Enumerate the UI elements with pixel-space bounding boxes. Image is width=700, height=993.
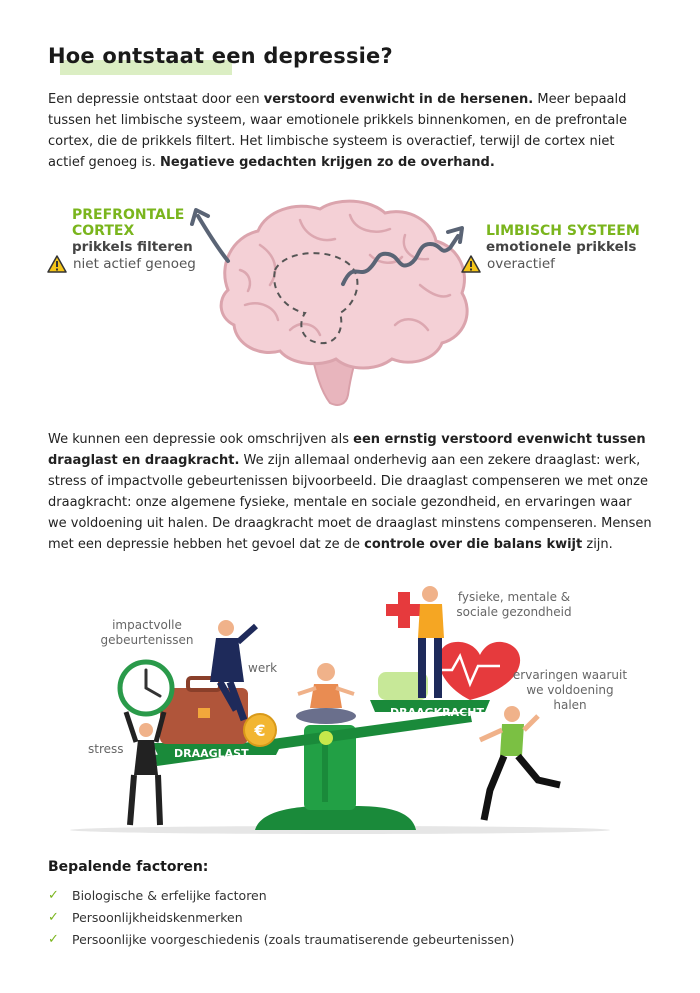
title-highlight bbox=[60, 60, 232, 75]
clock-hands bbox=[144, 668, 162, 698]
intro-bold-1: verstoord evenwicht in de hersenen. bbox=[263, 92, 534, 107]
experience-line-3: halen bbox=[553, 698, 587, 712]
stress-label: stress bbox=[88, 742, 124, 756]
draaglast-label: DRAAGLAST bbox=[174, 747, 249, 760]
balance-scale-illustration: € bbox=[70, 586, 610, 834]
health-person bbox=[418, 586, 444, 698]
factors-list: ✓ Biologische & erfelijke factoren ✓ Perso… bbox=[48, 884, 514, 950]
impact-label: impactvolle gebeurtenissen bbox=[92, 618, 202, 648]
impact-line-1: impactvolle bbox=[112, 618, 182, 632]
experience-line-1: ervaringen waaruit bbox=[512, 668, 628, 682]
list-item-text: Persoonlijke voorgeschiedenis (zoals tra… bbox=[72, 931, 515, 947]
draagkracht-label: DRAAGKRACHT bbox=[390, 706, 484, 719]
factors-heading: Bepalende factoren: bbox=[48, 859, 209, 875]
intro-text-1: Een depressie ontstaat door een bbox=[48, 92, 264, 107]
prefrontal-warning: niet actief genoeg bbox=[47, 255, 196, 273]
wavy-arrow-icon bbox=[341, 226, 464, 286]
green-pillow bbox=[378, 672, 428, 700]
balance-text-1: We kunnen een depressie ook omschrijven … bbox=[48, 432, 354, 447]
briefcase-lock bbox=[198, 708, 210, 718]
check-icon: ✓ bbox=[48, 909, 59, 925]
warning-icon bbox=[461, 255, 481, 273]
balance-text-3: zijn. bbox=[582, 537, 613, 552]
stress-person bbox=[123, 711, 167, 826]
medical-cross-icon bbox=[386, 592, 422, 628]
list-item: ✓ Persoonlijkheidskenmerken bbox=[48, 906, 514, 928]
intro-text-2: Meer bepaald tussen het limbische systee… bbox=[48, 92, 627, 170]
limbic-label: LIMBISCH SYSTEEM emotionele prikkels bbox=[486, 223, 666, 255]
scale-pillar bbox=[304, 725, 356, 810]
limbic-title: LIMBISCH SYSTEEM bbox=[486, 223, 640, 239]
runner-person bbox=[478, 706, 561, 821]
left-pan bbox=[152, 743, 282, 755]
page-title: Hoe ontstaat een depressie? bbox=[48, 44, 393, 68]
prefrontal-title-1: PREFRONTALE bbox=[72, 207, 185, 223]
health-label: fysieke, mentale & sociale gezondheid bbox=[448, 590, 580, 620]
limbic-warn-text: overactief bbox=[487, 256, 555, 272]
euro-symbol: € bbox=[253, 721, 265, 740]
brain-folds bbox=[238, 213, 452, 337]
list-item-text: Biologische & erfelijke factoren bbox=[72, 887, 267, 903]
businessman-person bbox=[210, 620, 258, 722]
intro-paragraph: Een depressie ontstaat door een verstoor… bbox=[48, 89, 654, 173]
warning-icon bbox=[47, 255, 67, 273]
prefrontal-title-2: CORTEX bbox=[72, 223, 135, 239]
prefrontal-warn-text: niet actief genoeg bbox=[73, 256, 196, 272]
intro-bold-2: Negatieve gedachten krijgen zo de overha… bbox=[160, 155, 495, 170]
experience-line-2: we voldoening bbox=[526, 683, 614, 697]
health-line-2: sociale gezondheid bbox=[456, 605, 572, 619]
balance-bold-1: een ernstig verstoord evenwicht tussen d… bbox=[48, 432, 646, 468]
list-item: ✓ Biologische & erfelijke factoren bbox=[48, 884, 514, 906]
experience-label: ervaringen waaruit we voldoening halen bbox=[500, 668, 640, 713]
euro-coin bbox=[243, 713, 277, 747]
heartbeat-line bbox=[432, 653, 500, 688]
impact-line-2: gebeurtenissen bbox=[100, 633, 194, 647]
list-item: ✓ Persoonlijke voorgeschiedenis (zoals tr… bbox=[48, 928, 514, 950]
limbic-sub: emotionele prikkels bbox=[486, 239, 637, 255]
limbic-outline bbox=[273, 252, 359, 345]
balance-bold-2: controle over die balans kwijt bbox=[364, 537, 583, 552]
werk-label: werk bbox=[248, 661, 278, 675]
check-icon: ✓ bbox=[48, 887, 59, 903]
balance-paragraph: We kunnen een depressie ook omschrijven … bbox=[48, 429, 654, 555]
prefrontal-label: PREFRONTALE CORTEX prikkels filteren bbox=[72, 207, 222, 255]
balance-text-2: We zijn allemaal onderhevig aan een zeke… bbox=[48, 453, 652, 552]
meditating-person bbox=[296, 663, 356, 724]
scale-base bbox=[255, 806, 416, 830]
health-line-1: fysieke, mentale & bbox=[457, 590, 571, 604]
arrow-up-left-icon bbox=[190, 208, 230, 263]
check-icon: ✓ bbox=[48, 931, 59, 947]
right-pan bbox=[370, 700, 490, 712]
prefrontal-sub: prikkels filteren bbox=[72, 239, 193, 255]
pivot-knob bbox=[319, 731, 333, 745]
list-item-text: Persoonlijkheidskenmerken bbox=[72, 909, 243, 925]
limbic-warning: overactief bbox=[461, 255, 555, 273]
pillar-groove bbox=[322, 730, 328, 802]
